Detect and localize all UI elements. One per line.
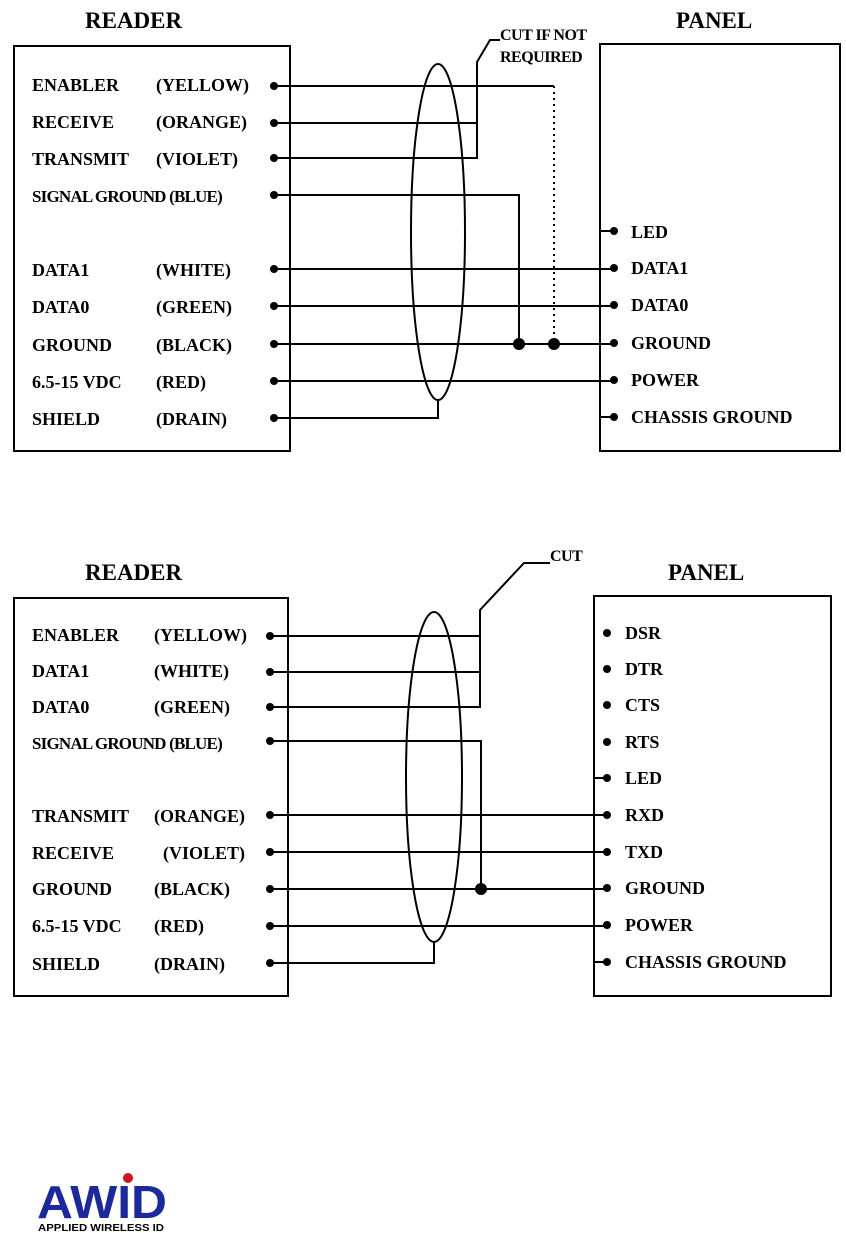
panel-title-2: PANEL (668, 560, 744, 585)
reader-pin-color: (ORANGE) (154, 806, 245, 827)
wire-shield (270, 942, 435, 964)
panel-box-2 (593, 595, 832, 997)
reader-pin-name: TRANSMIT (32, 149, 129, 169)
reader-pin-name: SHIELD (32, 409, 100, 429)
reader-pin-color: (DRAIN) (156, 409, 227, 430)
reader-pin-name: ENABLER (32, 75, 120, 95)
panel-pin-label: CHASSIS GROUND (631, 407, 793, 427)
awid-logo: AWID APPLIED WIRELESS ID (37, 1173, 167, 1233)
reader-pin-name: GROUND (32, 335, 112, 355)
panel-pin-dot (603, 701, 611, 709)
reader-pin-name: SIGNAL GROUND (BLUE) (32, 734, 222, 753)
wire-data0-cut (270, 562, 550, 708)
panel-pin-label: LED (631, 222, 668, 242)
reader-pin-name: DATA0 (32, 297, 89, 317)
panel-pin-label: GROUND (625, 878, 705, 898)
wiring-diagram-2: READER PANEL ENABLER (YELLOW) DATA1 (WHI… (13, 548, 832, 997)
panel-title-1: PANEL (676, 8, 752, 33)
panel-pin-label: CHASSIS GROUND (625, 952, 787, 972)
reader-pin-color: (ORANGE) (156, 112, 247, 133)
reader-pin-color: (RED) (156, 372, 206, 393)
panel-pin-label: GROUND (631, 333, 711, 353)
panel-box-1 (599, 43, 841, 452)
cut-note-line2: REQUIRED (500, 49, 582, 66)
reader-pin-name: 6.5-15 VDC (32, 916, 122, 936)
panel-pin-label: CTS (625, 695, 660, 715)
reader-title-2: READER (85, 560, 183, 585)
reader-pin-name: RECEIVE (32, 843, 114, 863)
panel-pin-label: DSR (625, 623, 662, 643)
reader-pin-color-text: (BLUE) (169, 187, 222, 206)
logo-dot-icon (123, 1173, 133, 1183)
junction-dot (548, 338, 560, 350)
reader-pin-color: (RED) (154, 916, 204, 937)
junction-dot (475, 883, 487, 895)
panel-pin-label: POWER (631, 370, 700, 390)
panel-pin-label: POWER (625, 915, 694, 935)
reader-pin-color: (WHITE) (154, 661, 229, 682)
panel-pin-label: DATA1 (631, 258, 688, 278)
panel-pin-label: DTR (625, 659, 664, 679)
reader-pin-color: (WHITE) (156, 260, 231, 281)
reader-pin-name: RECEIVE (32, 112, 114, 132)
panel-pin-label: RXD (625, 805, 664, 825)
reader-pin-color: (YELLOW) (156, 75, 249, 96)
junction-dot (513, 338, 525, 350)
reader-pin-name: SIGNAL GROUND (BLUE) (32, 187, 222, 206)
panel-pin-label: DATA0 (631, 295, 688, 315)
wire-signal-ground (274, 194, 520, 343)
cable-bundle (405, 611, 463, 943)
reader-pin-color: (YELLOW) (154, 625, 247, 646)
logo-mark: AWID (37, 1176, 167, 1228)
reader-pin-color: (VIOLET) (163, 843, 245, 864)
reader-pin-name-text: SIGNAL GROUND (32, 187, 166, 206)
cut-note: CUT (550, 548, 583, 565)
logo-tagline: APPLIED WIRELESS ID (38, 1223, 164, 1233)
wiring-diagram-1: READER PANEL ENABLER (YELLOW) RECEIVE (O… (13, 8, 841, 452)
reader-pin-color: (GREEN) (154, 697, 230, 718)
reader-pin-name: SHIELD (32, 954, 100, 974)
reader-pin-name: ENABLER (32, 625, 120, 645)
panel-pin-label: LED (625, 768, 662, 788)
cut-note-line1: CUT IF NOT (500, 27, 587, 44)
reader-pin-name: DATA1 (32, 260, 89, 280)
reader-box-2 (13, 597, 289, 997)
reader-title-1: READER (85, 8, 183, 33)
panel-pin-label: RTS (625, 732, 659, 752)
panel-pin-dot (603, 665, 611, 673)
reader-pin-name: 6.5-15 VDC (32, 372, 122, 392)
cable-bundle (410, 63, 466, 401)
wire-shield (274, 400, 439, 419)
panel-pin-dot (603, 738, 611, 746)
reader-pin-color: (VIOLET) (156, 149, 238, 170)
reader-pin-color: (GREEN) (156, 297, 232, 318)
reader-pin-color-text: (BLUE) (169, 734, 222, 753)
panel-pin-dot (603, 629, 611, 637)
reader-pin-color: (DRAIN) (154, 954, 225, 975)
reader-pin-name-text: SIGNAL GROUND (32, 734, 166, 753)
reader-box-1 (13, 45, 291, 452)
reader-pin-color: (BLACK) (154, 879, 230, 900)
reader-pin-name: DATA0 (32, 697, 89, 717)
wire-transmit-cut (274, 39, 500, 159)
reader-pin-name: GROUND (32, 879, 112, 899)
reader-pin-color: (BLACK) (156, 335, 232, 356)
reader-pin-name: TRANSMIT (32, 806, 129, 826)
panel-pin-label: TXD (625, 842, 663, 862)
wire-signal-ground (270, 740, 482, 889)
reader-pin-name: DATA1 (32, 661, 89, 681)
